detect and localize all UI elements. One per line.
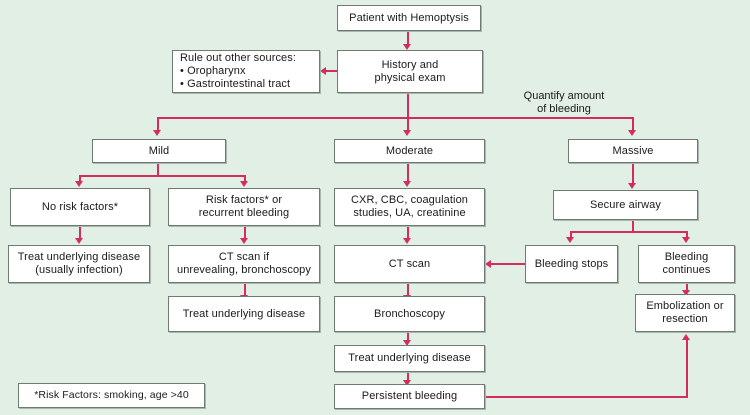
connector-moderate-to-labs	[407, 163, 409, 182]
node-bleeding-continues-label: Bleeding continues	[662, 251, 711, 276]
node-treat-underlying-disease-usually-infection[interactable]: Treat underlying disease (usually infect…	[8, 245, 150, 283]
node-secure-airway[interactable]: Secure airway	[553, 190, 698, 220]
arrowhead-persistent-bleeding	[403, 380, 411, 386]
connector-mild-split-bus	[79, 175, 246, 177]
footnote-risk-factors-label: *Risk Factors: smoking, age >40	[34, 389, 189, 401]
arrowhead-risk-factors	[240, 181, 248, 187]
connector-norisk-to-treat	[79, 226, 81, 239]
node-massive[interactable]: Massive	[568, 139, 698, 163]
connector-massive-to-airway	[632, 163, 634, 184]
arrowhead-ct-scan	[403, 238, 411, 244]
arrowhead-ctscan-from-stops	[485, 260, 491, 268]
connector-ctscan-to-bronch	[407, 283, 409, 296]
node-persistent-bleeding[interactable]: Persistent bleeding	[334, 384, 485, 409]
node-treat-underlying-disease-left[interactable]: Treat underlying disease	[168, 296, 320, 332]
node-history-label: History and physical exam	[374, 58, 446, 84]
node-treat-usually-infection-label: Treat underlying disease (usually infect…	[17, 251, 141, 276]
node-moderate[interactable]: Moderate	[334, 139, 485, 163]
connector-history-to-ruleout	[326, 70, 339, 72]
node-embolization-or-resection[interactable]: Embolization or resection	[635, 294, 735, 332]
connector-airway-split-bus	[570, 231, 688, 233]
node-persistent-bleeding-label: Persistent bleeding	[361, 390, 458, 402]
node-treat-left-label: Treat underlying disease	[182, 307, 306, 320]
arrowhead-treat-usually-infection	[75, 238, 83, 244]
arrowhead-bleeding-continues	[682, 237, 690, 243]
arrowhead-secure-airway	[628, 183, 636, 189]
node-massive-label: Massive	[612, 144, 654, 157]
node-bleeding-stops[interactable]: Bleeding stops	[525, 245, 618, 283]
connector-persistent-up	[686, 340, 688, 397]
connector-airway-to-stops	[570, 231, 572, 239]
node-bronchoscopy[interactable]: Bronchoscopy	[334, 296, 485, 332]
node-cxr-labs-label: CXR, CBC, coagulation studies, UA, creat…	[350, 194, 469, 219]
connector-patient-to-history	[407, 30, 409, 46]
connector-persistent-to-right	[485, 396, 688, 398]
connector-bus-to-massive	[632, 117, 634, 131]
node-patient-label: Patient with Hemoptysis	[349, 11, 469, 24]
connector-mild-to-risk	[244, 175, 246, 183]
node-history-and-physical-exam[interactable]: History and physical exam	[337, 50, 483, 93]
node-bronchoscopy-label: Bronchoscopy	[374, 307, 445, 320]
caption-quantify-label: Quantify amount of bleeding	[523, 90, 605, 115]
connector-labs-to-ctscan	[407, 226, 409, 239]
arrowhead-embolization-from-persistent	[682, 334, 690, 340]
node-treat-middle-label: Treat underlying disease	[348, 352, 471, 364]
arrowhead-mild	[153, 130, 161, 136]
arrowhead-embolization	[682, 290, 690, 296]
node-no-risk-factors-label: No risk factors*	[41, 200, 119, 213]
node-mild-label: Mild	[148, 144, 170, 157]
arrowhead-ruleout	[320, 67, 326, 75]
node-mild[interactable]: Mild	[92, 139, 226, 163]
node-ct-scan-if-unrevealing-bronchoscopy[interactable]: CT scan if unrevealing, bronchoscopy	[168, 245, 320, 283]
node-ct-scan-label: CT scan	[388, 257, 431, 270]
arrowhead-treat-middle	[403, 340, 411, 346]
node-cxr-cbc-coagulation-labs[interactable]: CXR, CBC, coagulation studies, UA, creat…	[334, 188, 485, 226]
connector-stops-to-ctscan	[491, 263, 525, 265]
connector-airway-stem	[632, 220, 634, 233]
node-treat-underlying-disease-middle[interactable]: Treat underlying disease	[334, 345, 485, 372]
arrowhead-cxr-labs	[403, 181, 411, 187]
connector-bus-to-mild	[157, 117, 159, 131]
connector-airway-to-continues	[686, 231, 688, 239]
connector-bronch-to-treat	[407, 332, 409, 341]
arrowhead-massive	[628, 130, 636, 136]
footnote-risk-factors: *Risk Factors: smoking, age >40	[18, 383, 205, 408]
node-no-risk-factors[interactable]: No risk factors*	[10, 188, 150, 226]
connector-ct-to-treat-left	[244, 283, 246, 296]
node-bleeding-stops-label: Bleeding stops	[534, 257, 609, 270]
connector-mild-stem	[157, 163, 159, 177]
connector-bus-to-moderate	[407, 117, 409, 131]
node-rule-out-other-sources[interactable]: Rule out other sources: • Oropharynx • G…	[172, 50, 320, 93]
node-bleeding-continues[interactable]: Bleeding continues	[638, 245, 735, 283]
arrowhead-ct-if-unrevealing	[240, 238, 248, 244]
node-secure-airway-label: Secure airway	[590, 198, 661, 211]
arrowhead-bleeding-stops	[566, 237, 574, 243]
node-risk-factors-label: Risk factors* or recurrent bleeding	[198, 194, 290, 219]
connector-continues-to-embolization	[686, 283, 688, 292]
arrowhead-history	[403, 44, 411, 50]
arrowhead-no-risk-factors	[75, 181, 83, 187]
node-moderate-label: Moderate	[385, 144, 434, 157]
connector-treat-to-persistent	[407, 372, 409, 381]
connector-risk-to-ct	[244, 226, 246, 239]
node-embolization-label: Embolization or resection	[646, 300, 724, 325]
node-risk-factors-or-recurrent-bleeding[interactable]: Risk factors* or recurrent bleeding	[168, 188, 320, 226]
arrowhead-moderate	[403, 130, 411, 136]
node-patient-with-hemoptysis[interactable]: Patient with Hemoptysis	[337, 5, 481, 31]
connector-severity-bus	[157, 117, 634, 119]
connector-history-to-bus	[407, 93, 409, 119]
node-ct-if-unrevealing-label: CT scan if unrevealing, bronchoscopy	[177, 251, 311, 276]
caption-quantify-amount-of-bleeding: Quantify amount of bleeding	[512, 90, 616, 116]
connector-mild-to-norisk	[79, 175, 81, 183]
node-ct-scan[interactable]: CT scan	[334, 245, 485, 283]
node-rule-out-label: Rule out other sources: • Oropharynx • G…	[180, 52, 297, 90]
